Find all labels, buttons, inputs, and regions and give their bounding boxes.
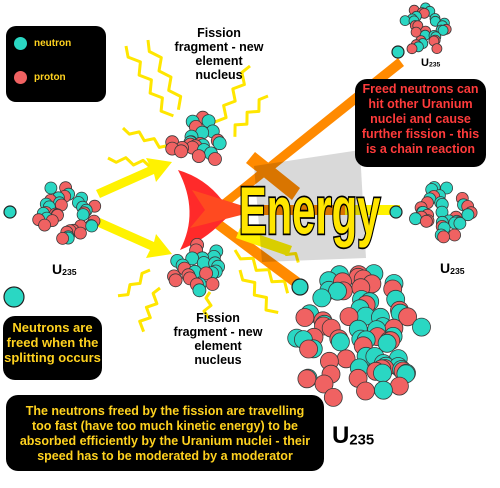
beam-short-down (236, 228, 292, 256)
neutron (330, 332, 350, 352)
nuclei-layer (3, 2, 478, 407)
incoming-neutron (3, 205, 17, 219)
ray (233, 249, 290, 294)
neutron (377, 333, 397, 353)
free-neutron-top-right (391, 45, 405, 59)
fission-blast (178, 170, 230, 250)
proton (437, 230, 451, 244)
legend-proton-label: proton (34, 72, 66, 83)
fission-fragment-bottom (167, 237, 226, 298)
uranium-nucleus-large (287, 264, 431, 407)
proton (191, 149, 206, 164)
proton (323, 387, 343, 407)
proton (168, 273, 183, 288)
proton (205, 277, 220, 291)
ray (138, 286, 161, 333)
neutron (412, 317, 431, 337)
legend-neutron-label: neutron (34, 38, 72, 49)
neutron-swatch (14, 37, 27, 50)
legend: neutron proton (6, 26, 106, 102)
neutron (461, 208, 475, 222)
u-symbol: U (440, 260, 451, 276)
neutron (409, 212, 422, 226)
ray (146, 39, 183, 111)
neutron (85, 219, 99, 233)
proton (356, 381, 375, 401)
free-neutron-bottom (291, 278, 309, 296)
proton (431, 43, 443, 54)
neutron (212, 136, 227, 151)
proton (56, 231, 69, 245)
beam-to-right-tip (345, 205, 400, 215)
proton (299, 339, 319, 359)
proton (389, 376, 409, 396)
beam-to-bottom (204, 212, 300, 286)
proton-swatch (14, 71, 27, 84)
proton (448, 228, 462, 242)
proton (295, 308, 315, 327)
neutron (437, 24, 449, 36)
proton (406, 43, 418, 55)
energy-shadow (254, 150, 366, 262)
u-symbol: U (52, 261, 63, 277)
neutron (192, 283, 207, 298)
u-mass: 235 (349, 432, 375, 449)
uranium-nucleus-right (409, 181, 478, 244)
neutron (44, 181, 58, 195)
beam-short-up (246, 152, 300, 200)
legend-neutron: neutron (14, 37, 71, 50)
proton (208, 152, 222, 166)
uranium-nucleus-top-right (399, 2, 452, 55)
neutron (328, 281, 347, 301)
blast-core (190, 190, 245, 228)
u-mass: 235 (428, 61, 441, 69)
u235-label-incoming: U235 (52, 261, 77, 277)
neutron (399, 15, 411, 27)
split-arrow-up (96, 158, 172, 198)
free-neutron-right (389, 205, 403, 219)
ray (124, 45, 174, 118)
u235-label-right: U235 (440, 260, 465, 276)
proton (74, 226, 87, 240)
ray (238, 269, 279, 314)
proton (38, 218, 51, 232)
incoming-uranium-nucleus (32, 181, 102, 245)
beam-to-right (212, 205, 345, 215)
neutron (373, 380, 393, 400)
proton (339, 307, 359, 327)
u-mass: 235 (62, 266, 77, 277)
split-arrow-down (96, 218, 172, 258)
ray (202, 291, 213, 320)
u-symbol: U (421, 57, 429, 69)
neutron (312, 288, 332, 308)
callout-chain-reaction: Freed neutrons can hit other Uranium nuc… (355, 79, 486, 167)
ray (233, 94, 269, 137)
fragment-bottom-label: Fission fragment - new element nucleus (173, 311, 263, 367)
legend-proton: proton (14, 71, 66, 84)
proton (174, 144, 189, 159)
fission-fragment-top (165, 110, 227, 166)
energy-word-layer: Energy (237, 150, 382, 262)
proton (199, 266, 214, 281)
ray (213, 64, 251, 124)
neutron (76, 208, 90, 222)
neutron (453, 216, 467, 230)
u-symbol: U (332, 422, 350, 449)
callout-moderator: The neutrons freed by the fission are tr… (6, 395, 324, 471)
callout-neutrons-freed: Neutrons are freed when the splitting oc… (3, 316, 102, 380)
ray (117, 268, 151, 298)
u-mass: 235 (450, 265, 465, 276)
proton (297, 369, 317, 389)
fragment-top-label: Fission fragment - new element nucleus (174, 26, 264, 82)
proton (314, 374, 334, 394)
u235-label-top-right: U235 (421, 57, 440, 69)
proton (398, 307, 418, 327)
energy-word: Energy (239, 174, 381, 248)
u235-label-large: U235 (332, 422, 374, 450)
ray (121, 126, 170, 149)
free-neutron-left (3, 286, 25, 308)
proton (419, 214, 433, 228)
neutron (373, 363, 392, 383)
